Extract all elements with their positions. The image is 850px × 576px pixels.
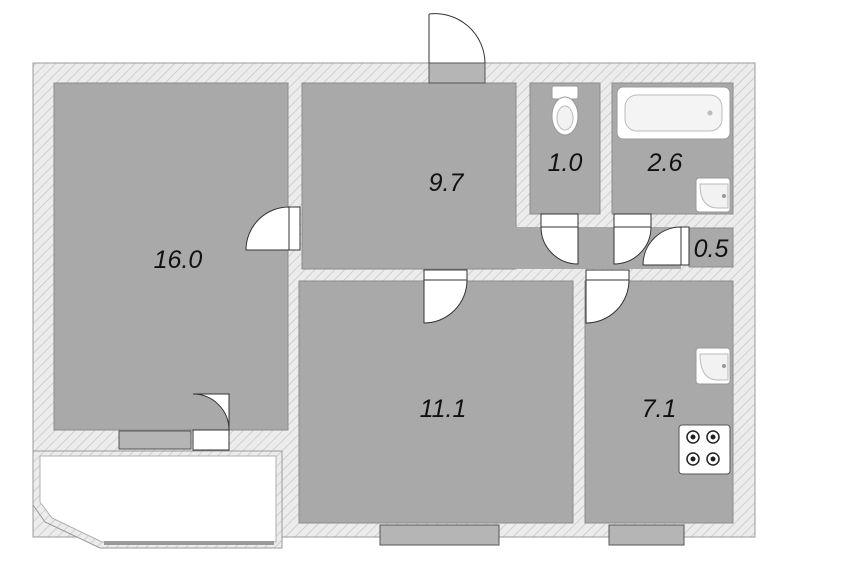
door-balcony <box>192 393 230 451</box>
room-hall <box>301 82 517 270</box>
entrance-door <box>428 13 486 64</box>
rooms <box>53 82 734 524</box>
toilet-icon <box>551 85 579 136</box>
balcony <box>32 450 283 549</box>
balcony-floor <box>39 455 277 543</box>
door-middle-room <box>423 269 468 324</box>
door-toilet <box>540 213 579 265</box>
room-large-left <box>53 82 289 431</box>
window-bottom-middle <box>379 524 500 546</box>
area-label-toilet: 1.0 <box>548 149 583 177</box>
area-label-hall: 9.7 <box>429 169 465 197</box>
area-label-closet: 0.5 <box>694 235 729 263</box>
stove-icon <box>678 424 731 475</box>
doors <box>192 13 690 451</box>
bathtub-icon <box>616 86 731 140</box>
door-left-room <box>245 206 301 251</box>
windows <box>118 62 685 546</box>
area-label-middle: 11.1 <box>420 395 467 423</box>
area-labels: 16.0 9.7 1.0 2.6 0.5 11.1 7.1 <box>154 149 729 423</box>
kitchen-sink-icon <box>695 347 731 385</box>
door-closet <box>642 226 690 266</box>
balcony-rail <box>104 541 274 545</box>
fixtures <box>551 85 731 475</box>
area-label-bathroom: 2.6 <box>647 149 683 177</box>
area-label-kitchen: 7.1 <box>642 395 677 423</box>
window-top-hall <box>428 62 486 84</box>
door-bathroom <box>613 213 652 265</box>
window-bottom-kitchen <box>608 524 685 546</box>
room-kitchen <box>584 280 734 524</box>
door-kitchen <box>585 269 630 324</box>
area-label-large-left: 16.0 <box>154 246 203 274</box>
window-balcony <box>118 430 192 450</box>
sink-icon <box>695 177 731 213</box>
